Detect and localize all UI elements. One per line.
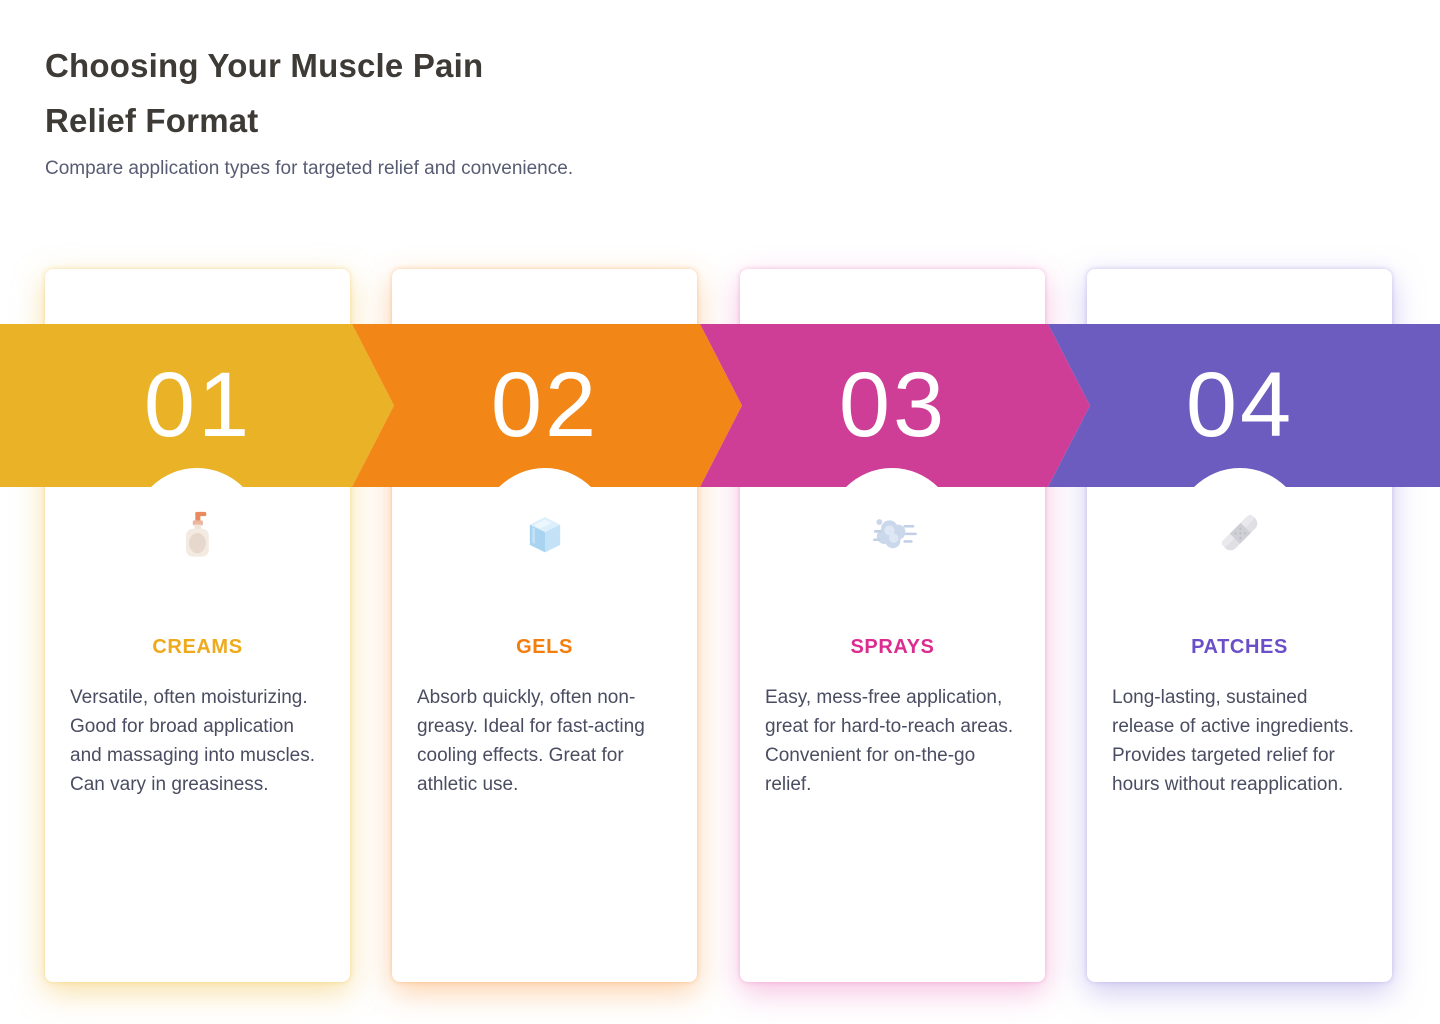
- step-label: CREAMS: [152, 636, 243, 658]
- icon-circle: [480, 468, 610, 598]
- step-number: 04: [1185, 354, 1295, 456]
- step-band: [0, 324, 1440, 487]
- icon-circle: [1175, 468, 1305, 598]
- chevron-segment-02: [352, 324, 742, 487]
- chevron-segment-03: [700, 324, 1090, 487]
- bandage-icon: [1221, 514, 1258, 551]
- chevron-segment-04: [1048, 324, 1440, 487]
- icon-circle: [827, 468, 957, 598]
- lotion-bottle-icon: [186, 511, 209, 557]
- page-subtitle: Compare application types for targeted r…: [45, 158, 574, 179]
- step-description: Easy, mess-free application, great for h…: [765, 687, 1014, 795]
- ice-cube-icon: [529, 516, 561, 553]
- step-label: PATCHES: [1191, 636, 1288, 658]
- wind-puff-icon: [873, 519, 917, 549]
- icon-circle: [132, 468, 262, 598]
- header: Choosing Your Muscle Pain Relief Format …: [45, 38, 573, 180]
- step-label: GELS: [516, 636, 573, 658]
- step-description: Versatile, often moisturizing. Good for …: [70, 687, 316, 795]
- step-number: 03: [838, 354, 948, 456]
- step-label: SPRAYS: [850, 636, 935, 658]
- chevron-segment-01: [0, 324, 394, 487]
- step-description: Absorb quickly, often non-greasy. Ideal …: [417, 687, 645, 795]
- step-number: 01: [143, 354, 253, 456]
- page-title: Choosing Your Muscle Pain Relief Format: [45, 47, 484, 139]
- step-description: Long-lasting, sustained release of activ…: [1112, 687, 1354, 795]
- step-number: 02: [490, 354, 600, 456]
